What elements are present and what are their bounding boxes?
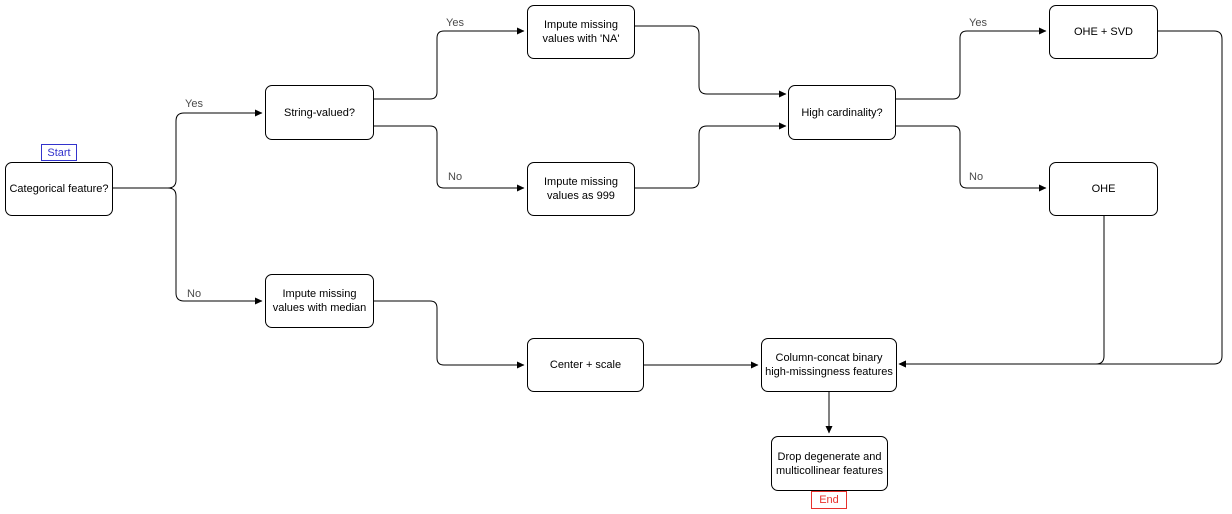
- edge-label-cardinality-yes: Yes: [969, 17, 987, 29]
- node-impute-median: Impute missing values with median: [265, 274, 374, 328]
- node-high-cardinality: High cardinality?: [788, 85, 896, 140]
- edge-label-cardinality-no: No: [969, 171, 984, 183]
- node-impute-999: Impute missing values as 999: [527, 162, 635, 216]
- end-tag: End: [811, 491, 847, 509]
- edge-cardinality-to-ohe-svd: [896, 27, 1047, 100]
- node-string-valued: String-valued?: [265, 85, 374, 140]
- edge-string-to-impute-na: [374, 27, 525, 100]
- edge-label-categorical-no: No: [187, 288, 202, 300]
- edge-categorical-to-string: [113, 109, 263, 189]
- edge-median-to-center-scale: [374, 300, 525, 369]
- node-ohe: OHE: [1049, 162, 1158, 216]
- edge-label-string-yes: Yes: [446, 17, 464, 29]
- start-tag: Start: [41, 144, 77, 161]
- edge-string-to-impute-999: [374, 125, 525, 192]
- edge-ohe-to-concat: [898, 215, 1105, 368]
- edge-categorical-to-median: [113, 187, 263, 305]
- edge-impute-na-to-cardinality: [635, 25, 787, 98]
- edge-ohe-svd-to-concat: [898, 30, 1223, 368]
- edge-impute-999-to-cardinality: [635, 122, 787, 189]
- edge-label-string-no: No: [448, 171, 463, 183]
- edge-label-categorical-yes: Yes: [185, 98, 203, 110]
- node-ohe-svd: OHE + SVD: [1049, 5, 1158, 59]
- node-categorical-feature: Categorical feature?: [5, 162, 113, 216]
- node-column-concat: Column-concat binary high-missingness fe…: [761, 338, 897, 392]
- node-drop-degenerate: Drop degenerate and multicollinear featu…: [771, 436, 888, 491]
- edge-cardinality-to-ohe: [896, 125, 1047, 192]
- node-impute-na: Impute missing values with 'NA': [527, 5, 635, 59]
- node-center-scale: Center + scale: [527, 338, 644, 392]
